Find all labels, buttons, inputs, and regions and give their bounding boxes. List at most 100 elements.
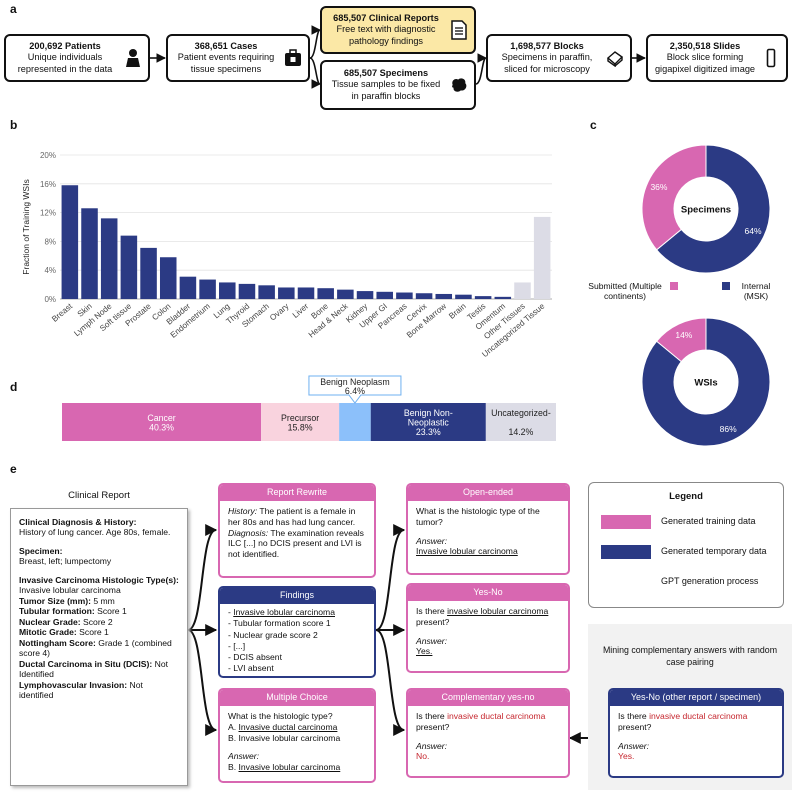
pie-slice-label: 86% bbox=[720, 424, 737, 434]
legend-internal-label: Internal (MSK) bbox=[741, 281, 771, 302]
bar-skin bbox=[81, 208, 98, 299]
specimens-count: 685,507 Specimens bbox=[343, 68, 429, 79]
report-field: Tubular formation: Score 1 bbox=[19, 606, 127, 617]
segment-value-label: 15.8% bbox=[288, 423, 313, 433]
legend-submitted-label: Submitted (Multiple continents) bbox=[588, 281, 662, 302]
segment-name-label: Uncategorized- bbox=[491, 408, 551, 418]
paraffin-block-icon bbox=[606, 48, 624, 68]
bar-other-tissues bbox=[514, 282, 531, 299]
card-multiple-choice: Multiple Choice What is the histologic t… bbox=[218, 688, 376, 783]
slides-count: 2,350,518 Slides bbox=[669, 41, 741, 52]
legend-title: Legend bbox=[669, 491, 703, 502]
bar-bone-marrow bbox=[435, 293, 453, 299]
card-title: Yes-No (other report / specimen) bbox=[610, 690, 782, 707]
bar-cervix bbox=[415, 293, 433, 299]
segment-name-label: Cancer bbox=[147, 413, 175, 423]
mining-caption: Mining complementary answers with random… bbox=[602, 645, 778, 668]
pie-slice-specimens bbox=[655, 144, 771, 274]
comp-question: Is there invasive ductal carcinoma prese… bbox=[416, 711, 546, 732]
pie-slice-specimens bbox=[641, 144, 707, 251]
report-field: Ductal Carcinoma in Situ (DCIS): Not Ide… bbox=[19, 658, 168, 680]
bar-kidney bbox=[356, 291, 374, 299]
bar-testis bbox=[474, 296, 492, 299]
blocks-desc: Specimens in paraffin, sliced for micros… bbox=[501, 52, 593, 74]
legend-temporary-swatch bbox=[601, 545, 651, 559]
pie-slice-label: 64% bbox=[745, 226, 762, 236]
mining-answer-label: Answer: bbox=[618, 740, 650, 751]
pie-slice-wsis bbox=[641, 317, 771, 447]
y-tick-label: 0% bbox=[44, 295, 56, 304]
finding-item: - [...] bbox=[228, 640, 246, 651]
mining-answer: Yes. bbox=[618, 751, 635, 762]
card-complementary: Complementary yes-no Is there invasive d… bbox=[406, 688, 570, 778]
card-yes-no: Yes-No Is there invasive lobular carcino… bbox=[406, 583, 570, 673]
card-findings: Findings - Invasive lobular carcinoma - … bbox=[218, 586, 376, 678]
legend-process-label: GPT generation process bbox=[661, 576, 759, 586]
bar-endometrium bbox=[199, 279, 216, 299]
legend-temporary-label: Generated temporary data bbox=[661, 546, 767, 556]
reports-count: 685,507 Clinical Reports bbox=[333, 13, 439, 24]
comp-answer-label: Answer: bbox=[416, 740, 448, 751]
bar-thyroid bbox=[238, 283, 256, 299]
bar-lymph-node bbox=[100, 218, 118, 299]
y-tick-label: 8% bbox=[44, 237, 56, 246]
finding-item: - Tubular formation score 1 bbox=[228, 618, 331, 629]
callout-name: Benign Neoplasm bbox=[320, 377, 389, 387]
legend-training-swatch bbox=[601, 515, 651, 529]
segment-precursor bbox=[261, 403, 340, 441]
finding-item: - LVI absent bbox=[228, 663, 274, 674]
patients-desc: Unique individuals represented in the da… bbox=[17, 52, 113, 74]
report-field: Nottingham Score: Grade 1 (combined scor… bbox=[19, 637, 172, 659]
pie-slice-label: 36% bbox=[650, 182, 667, 192]
person-icon bbox=[124, 48, 142, 68]
bar-bone bbox=[317, 288, 334, 299]
mc-option-b: B. Invasive lobular carcinoma bbox=[228, 732, 341, 743]
legend-submitted-swatch bbox=[670, 282, 678, 290]
legend-box: Legend Generated training data Generated… bbox=[588, 482, 784, 608]
report-section: Clinical Diagnosis & History:History of … bbox=[19, 517, 171, 538]
cases-desc: Patient events requiring tissue specimen… bbox=[177, 52, 275, 74]
segment-benign-neoplasm bbox=[339, 403, 371, 441]
card-title: Complementary yes-no bbox=[408, 690, 568, 707]
panel-label-d: d bbox=[10, 380, 18, 394]
cases-count: 368,651 Cases bbox=[194, 41, 258, 52]
legend-internal-swatch bbox=[722, 282, 730, 290]
bar-pancreas bbox=[396, 292, 413, 299]
slide-icon bbox=[762, 48, 780, 68]
pie-title: WSIs bbox=[694, 378, 717, 389]
comp-answer: No. bbox=[416, 751, 430, 762]
tissue-blob-icon bbox=[450, 75, 468, 95]
legend-submitted: Submitted (Multiple continents) bbox=[582, 281, 682, 302]
mining-question: Is there invasive ductal carcinoma prese… bbox=[618, 711, 748, 732]
bar-bladder bbox=[179, 276, 197, 299]
finding-item: - DCIS absent bbox=[228, 651, 282, 662]
pie-slice-label: 14% bbox=[675, 330, 692, 340]
segment-name-label: Neoplastic bbox=[408, 418, 450, 428]
card-mining-yes-no: Yes-No (other report / specimen) Is ther… bbox=[608, 688, 784, 778]
open-answer: Invasive lobular carcinoma bbox=[416, 546, 518, 557]
pie-title: Specimens bbox=[681, 205, 731, 216]
bar-upper-gi bbox=[376, 291, 393, 299]
blocks-count: 1,698,577 Blocks bbox=[510, 41, 584, 52]
rewrite-diagnosis: Diagnosis: The examination reveals ILC [… bbox=[228, 527, 364, 560]
report-field: Tumor Size (mm): 5 mm bbox=[19, 595, 115, 606]
report-fields: Invasive Carcinoma Histologic Type(s): I… bbox=[19, 575, 179, 701]
report-field: Lymphovascular Invasion: Not identified bbox=[19, 679, 143, 701]
bar-omentum bbox=[494, 296, 512, 299]
y-tick-label: 12% bbox=[40, 209, 56, 218]
card-open-ended: Open-ended What is the histologic type o… bbox=[406, 483, 570, 575]
rewrite-history: History: The patient is a female in her … bbox=[228, 506, 356, 527]
bar-uncategorized-tissue bbox=[533, 216, 551, 299]
report-section: Specimen:Breast, left; lumpectomy bbox=[19, 545, 112, 567]
open-question: What is the histologic type of the tumor… bbox=[416, 506, 540, 527]
slides-desc: Block slice forming gigapixel digitized … bbox=[654, 52, 756, 74]
card-title: Yes-No bbox=[408, 585, 568, 602]
mc-answer: B. Invasive lobular carcinoma bbox=[228, 762, 341, 773]
mc-option-a: A. Invasive ductal carcinoma bbox=[228, 721, 338, 732]
clinical-report: Clinical Diagnosis & History:History of … bbox=[10, 508, 188, 786]
